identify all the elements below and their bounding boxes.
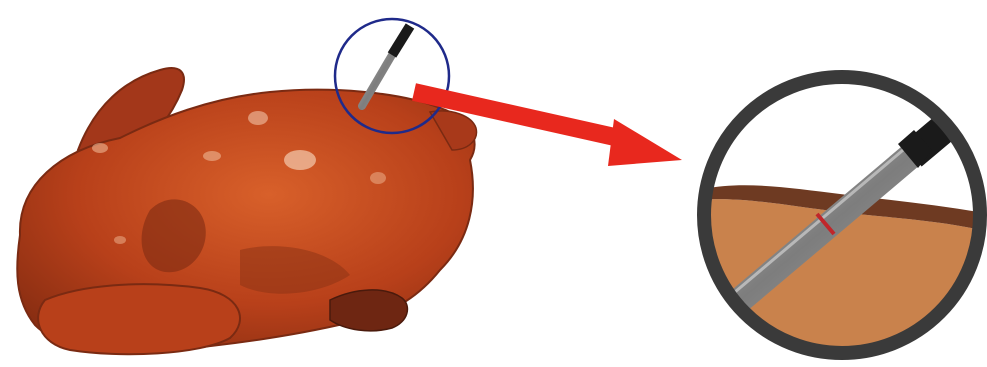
probe-handle [392, 26, 410, 55]
roast-chicken [17, 68, 476, 354]
chicken-drumstick [38, 284, 240, 354]
chicken-highlight [114, 236, 126, 244]
magnified-view [700, 77, 987, 367]
chicken-highlight [284, 150, 316, 170]
arrow-head [608, 119, 682, 166]
chicken-highlight [370, 172, 386, 184]
chicken-highlight [203, 151, 221, 161]
chicken-highlight [92, 143, 108, 153]
chicken-leg-tip [330, 290, 407, 331]
chicken-highlight [248, 111, 268, 125]
